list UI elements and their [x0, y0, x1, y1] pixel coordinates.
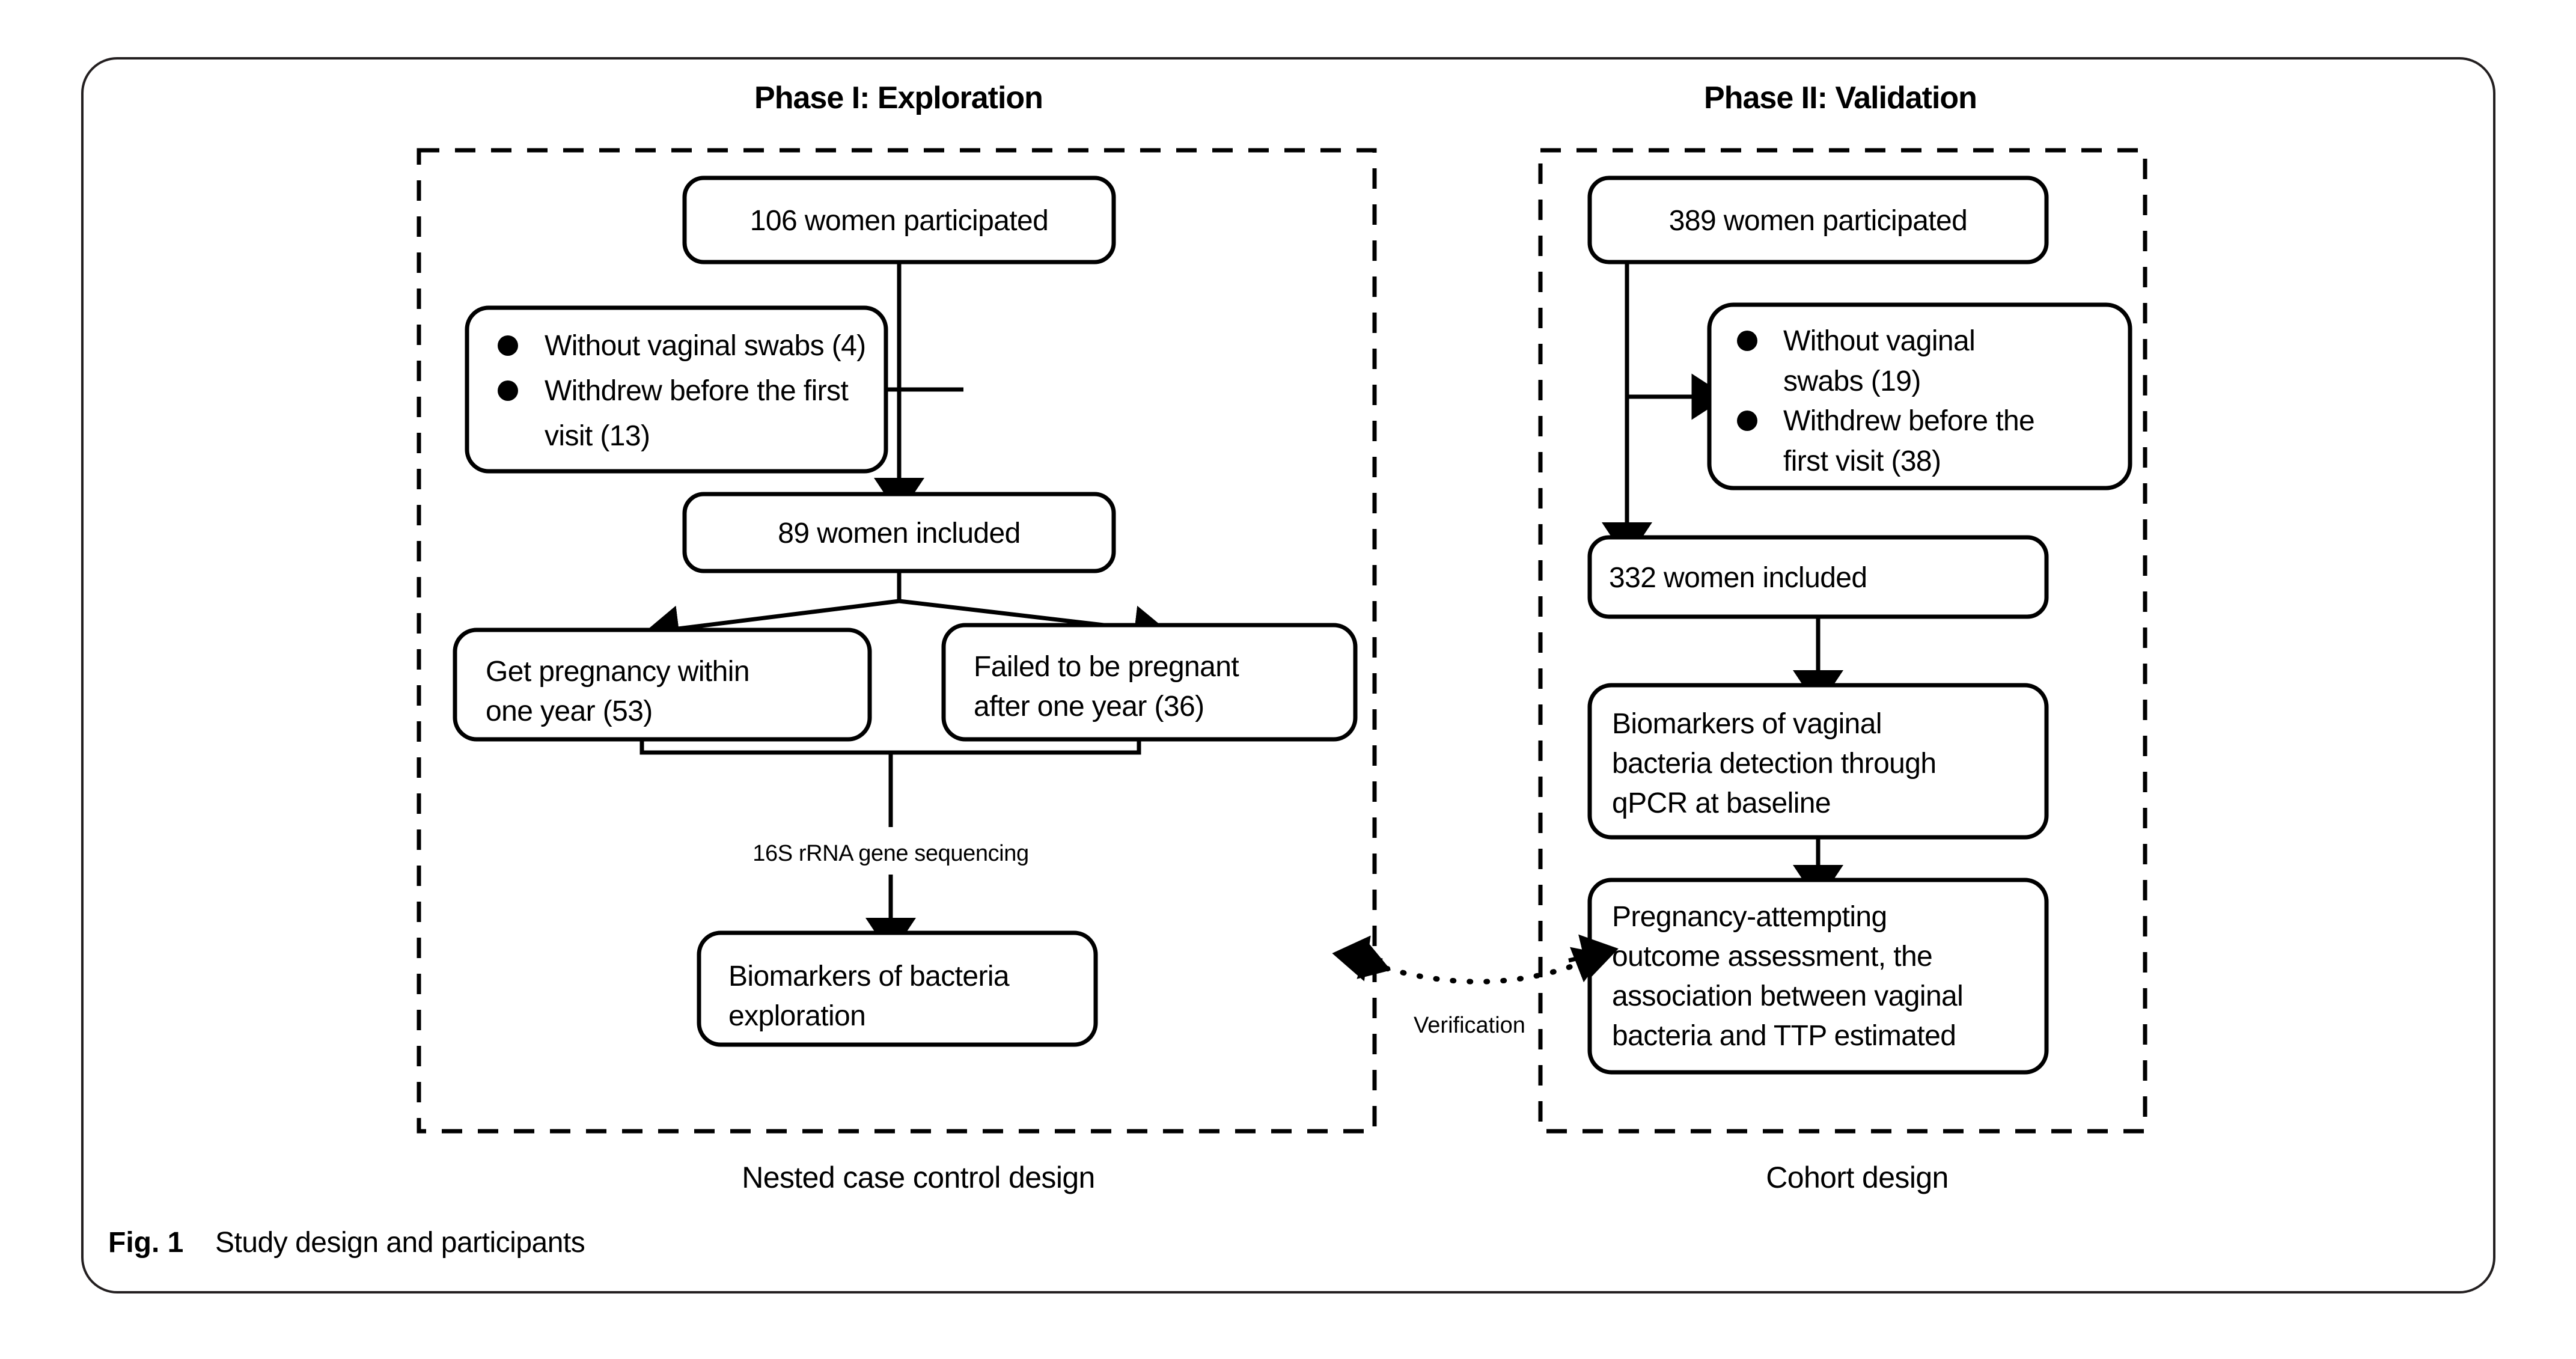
- phase-two-design-label: Cohort design: [1766, 1161, 1949, 1194]
- node-included-phase-two-label: 332 women included: [1609, 562, 1867, 594]
- outcome-phase-two-line3: association between vaginal: [1612, 980, 1963, 1012]
- verification-label: Verification: [1414, 1013, 1525, 1038]
- detection-line1: Biomarkers of vaginal: [1612, 708, 1882, 740]
- detection-line2: bacteria detection through: [1612, 748, 1936, 780]
- node-outcome-phase-one: Biomarkers of bacteria exploration: [697, 930, 1098, 1047]
- branch-not-pregnant-line2: after one year (36): [974, 691, 1204, 722]
- outcome-phase-one-line1: Biomarkers of bacteria: [728, 960, 1010, 992]
- branch-pregnant-line2: one year (53): [486, 695, 653, 727]
- branch-pregnant-line1: Get pregnancy within: [486, 656, 749, 688]
- detection-line3: qPCR at baseline: [1612, 787, 1831, 819]
- exclusion-two-bullet-1-line1: Without vaginal: [1783, 325, 1975, 357]
- verification-arrow-left: [1332, 935, 1383, 982]
- exclusion-two-bullet-2-line2: first visit (38): [1783, 445, 1941, 477]
- phase-one-title: Phase I: Exploration: [754, 81, 1043, 115]
- exclusion-two-bullet-2-line1: Withdrew before the: [1783, 405, 2034, 437]
- verification-connector: [1357, 942, 1605, 985]
- node-exclusions-phase-one: Without vaginal swabs (4) Withdrew befor…: [465, 305, 888, 474]
- figure-frame: [81, 57, 2495, 1293]
- phase-two-title: Phase II: Validation: [1704, 81, 1977, 115]
- exclusion-one-bullet-2-line2: visit (13): [545, 420, 650, 452]
- exclusion-one-bullet-1: Without vaginal swabs (4): [545, 330, 866, 362]
- verification-arrow-right: [1568, 934, 1619, 980]
- node-participants-phase-two-label: 389 women participated: [1669, 205, 1967, 237]
- node-detection-phase-two: Biomarkers of vaginal bacteria detection…: [1587, 683, 2049, 840]
- outcome-phase-one-line2: exploration: [728, 1000, 865, 1032]
- phase-one-region: [417, 148, 1377, 1134]
- node-participants-phase-one: 106 women participated: [682, 176, 1116, 264]
- bullet-icon: [1737, 411, 1757, 431]
- exclusion-one-bullet-2-line1: Withdrew before the first: [545, 375, 848, 407]
- bullet-icon: [1737, 331, 1757, 351]
- outcome-phase-two-line2: outcome assessment, the: [1612, 941, 1932, 973]
- outcome-phase-two-line4: bacteria and TTP estimated: [1612, 1020, 1956, 1052]
- phase-one-design-label: Nested case control design: [742, 1161, 1095, 1194]
- outcome-phase-two-line1: Pregnancy-attempting: [1612, 901, 1887, 933]
- node-exclusions-phase-two: Without vaginal swabs (19) Withdrew befo…: [1707, 302, 2132, 490]
- branch-not-pregnant-line1: Failed to be pregnant: [974, 651, 1239, 683]
- figure-caption-number: Fig. 1: [108, 1227, 183, 1259]
- node-included-phase-one: 89 women included: [682, 492, 1116, 573]
- edge-label-sequencing: 16S rRNA gene sequencing: [752, 841, 1028, 866]
- node-participants-phase-two: 389 women participated: [1587, 176, 2049, 264]
- node-included-phase-two: 332 women included: [1587, 535, 2049, 619]
- figure-caption-text: Study design and participants: [215, 1227, 585, 1259]
- bullet-icon: [498, 380, 518, 401]
- node-outcome-phase-two: Pregnancy-attempting outcome assessment,…: [1587, 878, 2049, 1075]
- exclusion-two-bullet-1-line2: swabs (19): [1783, 365, 1921, 397]
- connector-split-to-left-branch: [643, 599, 900, 652]
- node-branch-pregnant: Get pregnancy within one year (53): [453, 628, 872, 742]
- node-participants-phase-one-label: 106 women participated: [750, 205, 1048, 237]
- bullet-icon: [498, 335, 518, 356]
- node-branch-not-pregnant: Failed to be pregnant after one year (36…: [941, 623, 1358, 742]
- phase-two-region: [1538, 148, 2147, 1134]
- node-included-phase-one-label: 89 women included: [778, 518, 1020, 549]
